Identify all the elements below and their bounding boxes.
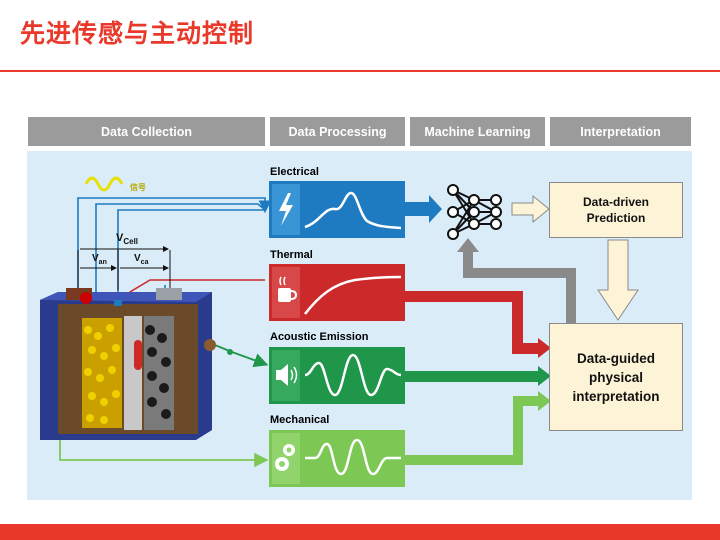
header-data-processing: Data Processing [270,117,405,146]
footer-bar [0,524,720,540]
thermal-to-interpretation-arrow [405,291,551,358]
acoustic-to-interpretation-arrow [405,366,551,386]
gears-icon [275,444,295,471]
signal-to-ml-arrow [405,195,442,223]
battery-cell-illustration [40,288,216,440]
signal-wave-label: 信号 [130,183,146,192]
mechanical-signal-box [269,430,405,487]
v-cell-label: VCell [116,232,139,247]
electrical-signal-box [269,181,405,238]
prediction-to-interpretation-arrow [597,239,639,321]
neural-network-icon [447,184,502,240]
slide-title: 先进传感与主动控制 [20,19,255,48]
acoustic-signal-box [269,347,405,404]
header-data-collection: Data Collection [28,117,265,146]
electrical-label: Electrical [270,166,319,178]
title-divider [0,70,720,72]
thermal-signal-box [269,264,405,321]
voltage-dimensions [77,246,171,290]
speaker-icon [276,364,298,386]
mechanical-to-interpretation-arrow [405,391,551,465]
electrical-wires [77,197,272,292]
data-guided-interpretation-box: Data-guided physical interpretation [549,323,683,431]
header-machine-learning: Machine Learning [410,117,545,146]
lightning-icon [279,193,293,226]
mechanical-label: Mechanical [270,414,330,426]
signal-wave-icon [84,176,124,192]
v-ca-label: Vca [134,253,149,266]
data-driven-prediction-box: Data-driven Prediction [549,182,683,238]
header-interpretation: Interpretation [550,117,691,146]
thermal-label: Thermal [270,249,313,261]
ml-to-prediction-arrow [511,194,550,224]
interpretation-to-ml-arrow [457,238,576,323]
v-an-label: Van [92,253,107,266]
acoustic-wire [209,342,269,368]
hot-cup-icon [278,276,298,302]
acoustic-label: Acoustic Emission [270,331,369,343]
